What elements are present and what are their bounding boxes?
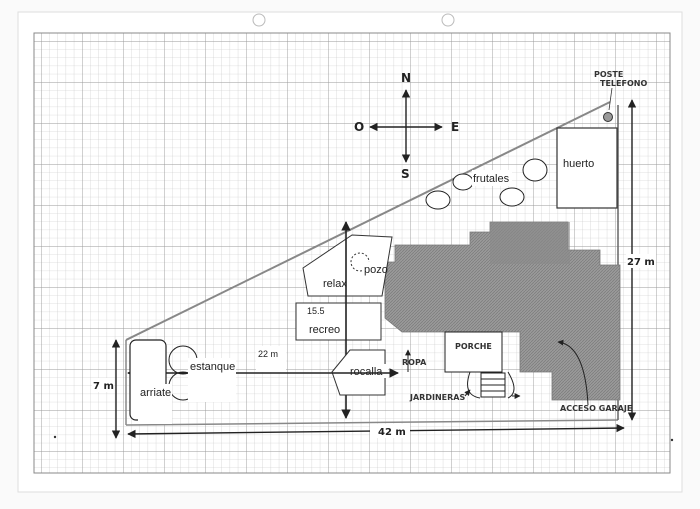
tree-icon [452,173,474,191]
huerto-label-bg [562,150,598,196]
binder-hole-right [441,13,455,27]
jardinera-curve-right [507,371,515,399]
pozo-label-bg [362,262,384,276]
tree-icon [499,187,525,207]
compass-west: O [354,120,364,134]
height-left-label-bg [92,378,114,392]
height-left-dimension-label: 7 m [93,381,114,392]
compass-rose: N S E O [354,71,459,181]
tree-icon [425,190,451,210]
porche-box [444,331,503,373]
arriate-label-bg [138,384,172,424]
estanque-label: estanque [190,361,235,373]
steps-icon [480,372,506,398]
frutales-label-bg [472,170,512,186]
telephone-pole-icon [603,112,613,122]
distance-22-label-bg [256,346,286,372]
acceso-garaje-label: ACCESO GARAJE [560,404,632,413]
poste-pointer-line [608,87,613,111]
ropa-label: ROPA [402,358,427,367]
compass-south: S [401,167,410,181]
fruit-trees [425,158,548,210]
recreo-label: recreo [309,324,340,336]
recreo-box [295,302,382,341]
stray-dot [53,435,57,439]
height-right-label-bg [626,254,656,268]
jardineras-label: JARDINERAS [409,393,465,402]
distance-22-label: 22 m [258,349,278,359]
tree-icon [522,158,548,182]
arriate-label: arriate [140,387,171,399]
compass-north: N [401,71,411,85]
huerto-label: huerto [563,158,594,170]
width-label-bg [370,424,410,438]
house-shape [384,221,621,401]
poste-label-line2: TELEFONO [600,79,647,88]
acceso-garaje-arrow [557,339,589,406]
relax-label: relax [323,278,347,290]
width-dimension-label: 42 m [378,427,406,438]
frutales-label: frutales [473,173,510,185]
jardineras-arrow-left [464,389,471,397]
recreo-number: 15.5 [307,306,325,316]
rocalla-label: rocalla [350,366,383,378]
height-right-dimension-label: 27 m [627,257,655,268]
porche-label: PORCHE [455,342,492,351]
pozo-label: pozo [364,264,388,276]
stray-dot [670,438,674,442]
binder-hole-left [252,13,266,27]
poste-label-line1: POSTE [594,70,623,79]
estanque-label-bg [188,358,236,402]
compass-east: E [451,120,459,134]
